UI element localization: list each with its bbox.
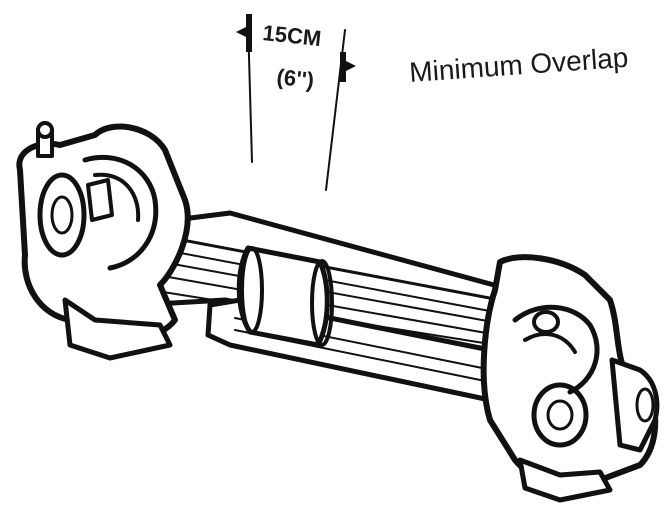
drive-shaft [16,121,660,503]
overlap-title: Minimum Overlap [408,42,629,88]
overlap-dimension: 15CM (6'') [236,14,356,191]
right-arrow-icon [340,52,356,82]
measure-metric-label: 15CM [261,20,322,51]
right-universal-joint [480,254,660,503]
left-arrow-icon [236,14,252,52]
grease-fitting-icon [36,121,54,158]
overlap-collar [236,245,334,348]
left-universal-joint [16,121,191,361]
measure-imperial-label: (6'') [275,64,315,93]
